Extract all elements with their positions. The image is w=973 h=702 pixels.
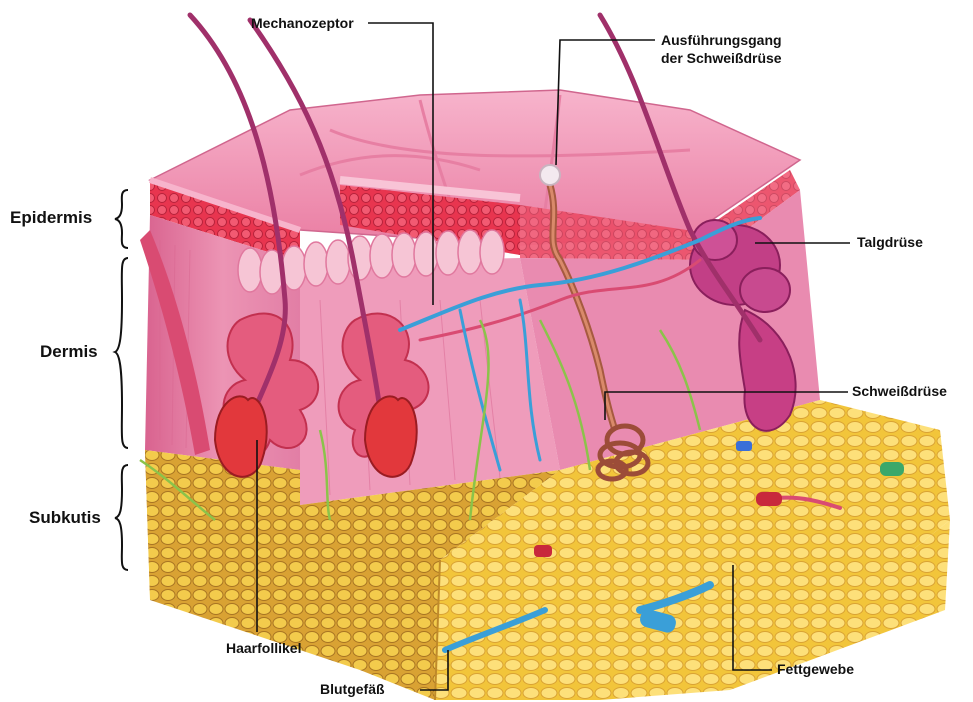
label-epidermis: Epidermis [10, 208, 92, 228]
label-mechanozeptor: Mechanozeptor [251, 15, 354, 32]
label-dermis: Dermis [40, 342, 98, 362]
label-ausfuehrungsgang-line2: der Schweißdrüse [661, 50, 782, 67]
layer-braces [115, 190, 128, 570]
label-subkutis: Subkutis [29, 508, 101, 528]
label-schweissdruese: Schweißdrüse [852, 383, 947, 400]
label-blutgefaess: Blutgefäß [320, 681, 385, 698]
label-talgdruese: Talgdrüse [857, 234, 923, 251]
label-ausfuehrungsgang-line1: Ausführungsgang [661, 32, 782, 49]
label-fettgewebe: Fettgewebe [777, 661, 854, 678]
label-haarfollikel: Haarfollikel [226, 640, 301, 657]
